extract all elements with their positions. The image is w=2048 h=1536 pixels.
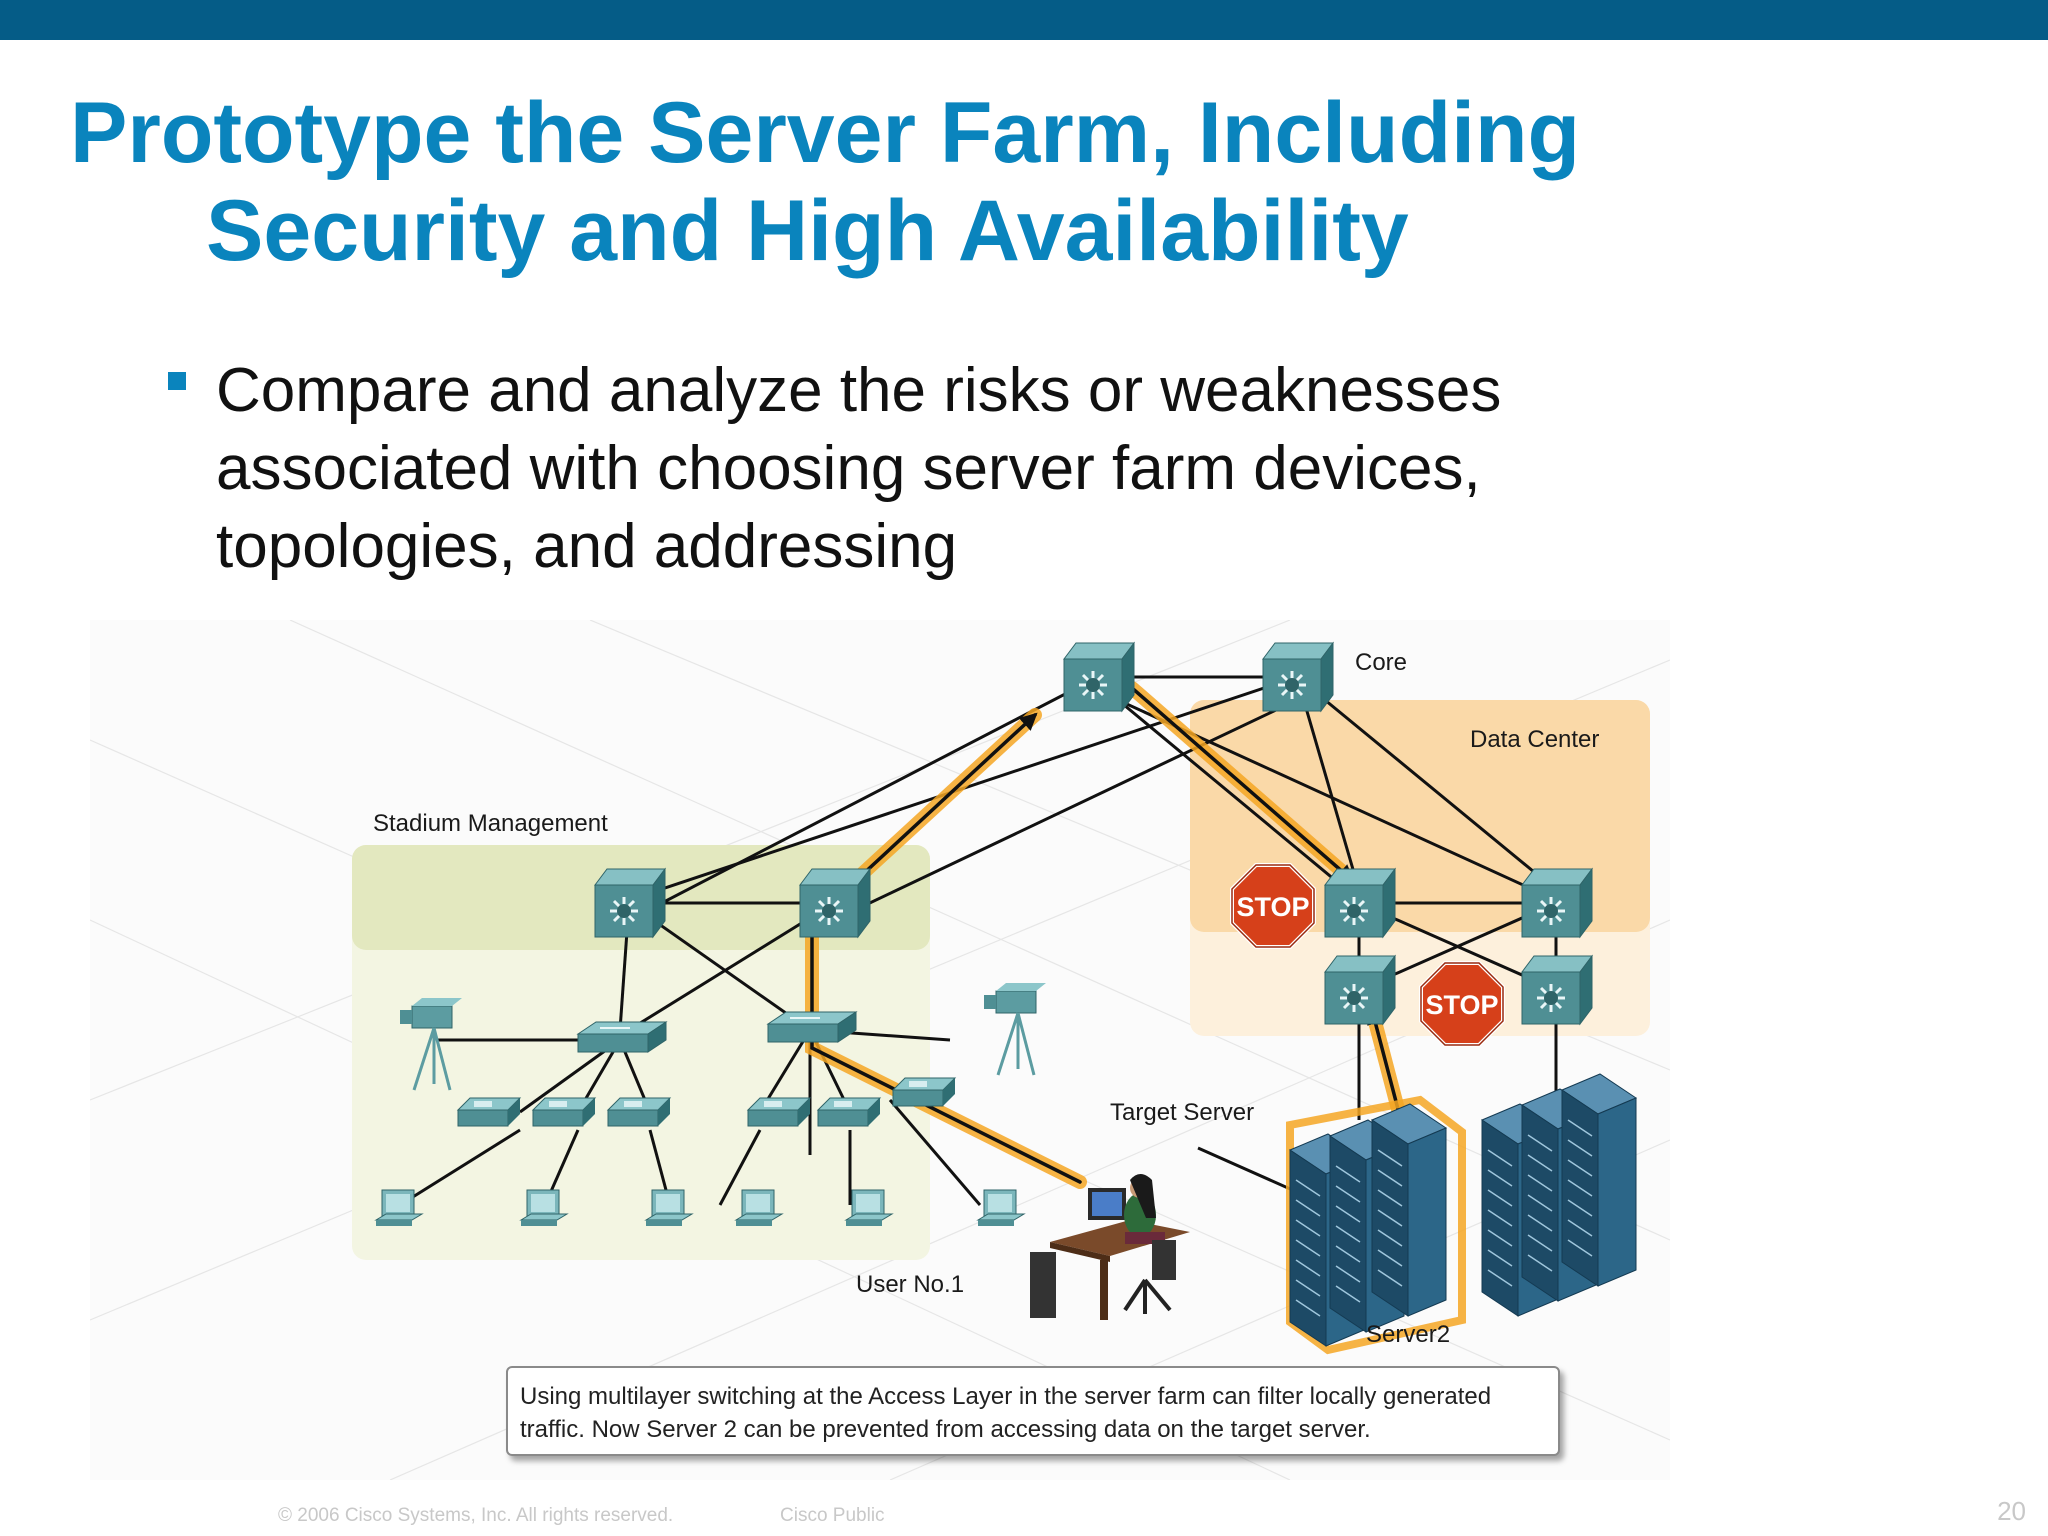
target-server-label: Target Server — [1110, 1099, 1254, 1126]
user-label: User No.1 — [856, 1271, 964, 1298]
stadium-access-switch-1 — [577, 1021, 667, 1053]
title-line-1: Prototype the Server Farm, Including — [70, 85, 1581, 181]
server2-label: Server2 — [1366, 1321, 1450, 1348]
diagram-caption: Using multilayer switching at the Access… — [506, 1366, 1560, 1456]
network-diagram: STOP STOP Core Data Center Stadium Manag… — [90, 620, 1670, 1480]
bullet-text: Compare and analyze the risks or weaknes… — [216, 356, 1502, 581]
ip-phone-icon — [457, 1097, 521, 1127]
ip-phone-icon — [747, 1097, 811, 1127]
datacenter-distribution-switch-2 — [1520, 867, 1594, 939]
ip-phone-icon — [532, 1097, 596, 1127]
page-number: 20 — [1997, 1496, 2026, 1526]
core-switch-1 — [1062, 641, 1136, 713]
target-server-rack — [1286, 1095, 1466, 1355]
data-center-label: Data Center — [1470, 726, 1599, 753]
title-line-2: Security and High Availability — [206, 183, 1409, 279]
stop-sign-icon: STOP — [1230, 863, 1316, 949]
stadium-distribution-switch-2 — [798, 867, 872, 939]
core-label: Core — [1355, 649, 1407, 676]
svg-text:STOP: STOP — [1236, 892, 1309, 922]
server2-rack — [1481, 1073, 1637, 1317]
footer-copyright: © 2006 Cisco Systems, Inc. All rights re… — [278, 1505, 674, 1526]
datacenter-distribution-switch-1 — [1323, 867, 1397, 939]
top-banner — [0, 0, 2048, 40]
bullet-square-icon — [168, 372, 186, 390]
user-workstation-icon — [1030, 1174, 1190, 1320]
ip-phone-icon — [817, 1097, 881, 1127]
stadium-distribution-switch-1 — [593, 867, 667, 939]
core-switch-2 — [1261, 641, 1335, 713]
ip-phone-icon — [607, 1097, 671, 1127]
stadium-access-switch-2 — [767, 1011, 857, 1043]
datacenter-access-switch-1 — [1323, 954, 1397, 1026]
svg-text:STOP: STOP — [1425, 990, 1498, 1020]
stop-sign-icon: STOP — [1419, 961, 1505, 1047]
slide-title: Prototype the Server Farm, Including Sec… — [70, 84, 1970, 280]
ip-phone-icon — [892, 1077, 956, 1107]
stadium-management-label: Stadium Management — [373, 810, 608, 837]
datacenter-access-switch-2 — [1520, 954, 1594, 1026]
footer-classification: Cisco Public — [780, 1505, 885, 1526]
